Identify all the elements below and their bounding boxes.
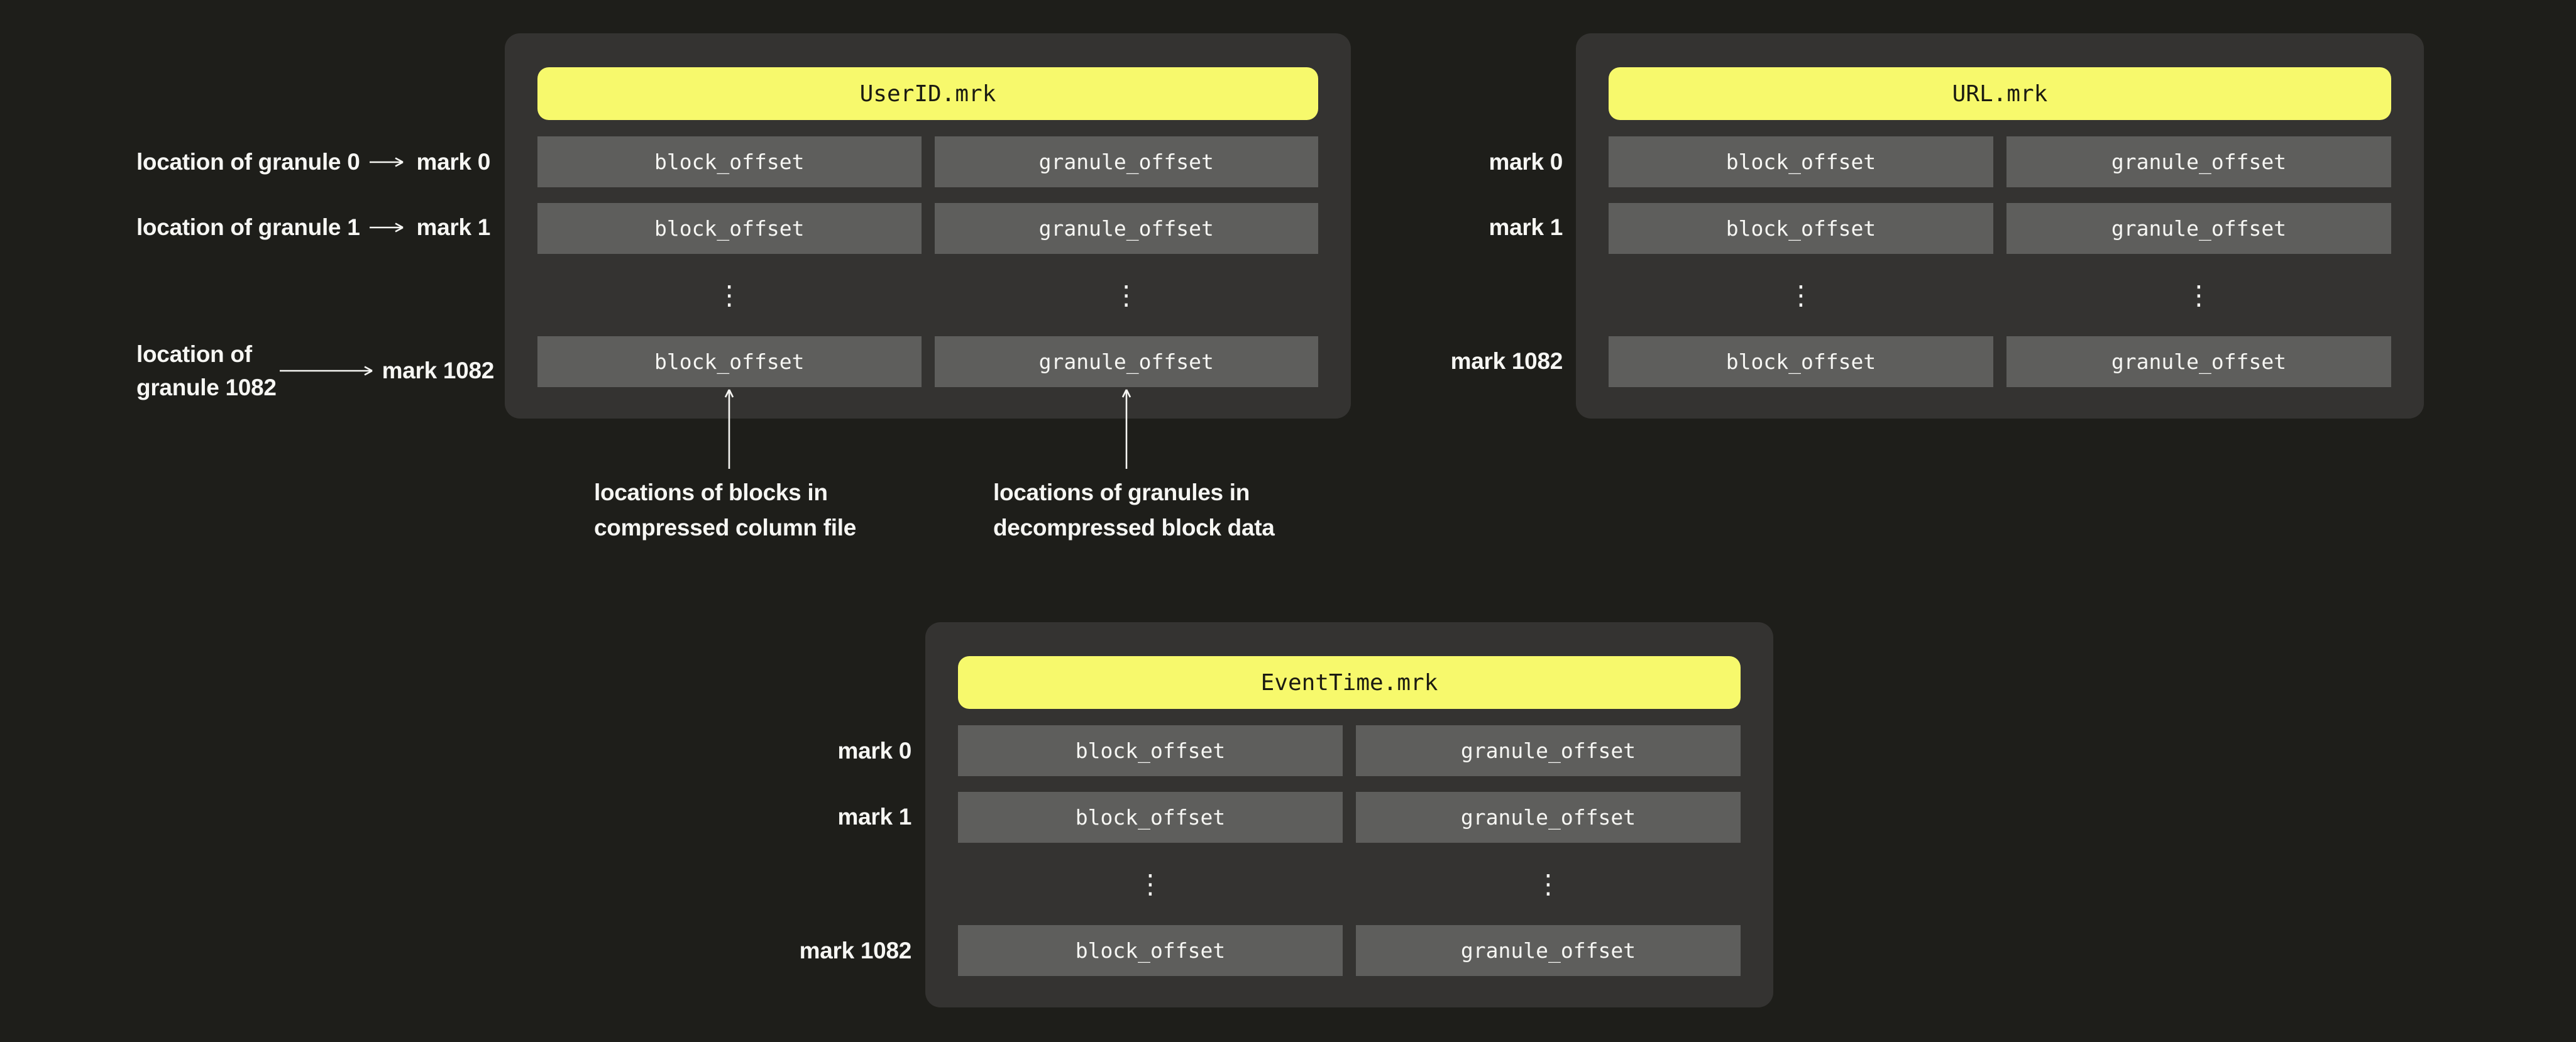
annotation-label: location of granule 0 <box>136 149 360 175</box>
annotation-granule-1082: location of granule 1082 mark 1082 <box>136 337 494 405</box>
vertical-ellipsis-icon: ⋮ <box>716 279 743 310</box>
cell-granule-offset: granule_offset <box>934 136 1318 187</box>
arrow-up-icon <box>724 389 734 469</box>
mark-row-1082: block_offset granule_offset <box>1609 336 2391 387</box>
annotation-block-locations: locations of blocks in compressed column… <box>594 475 856 546</box>
cell-block-offset: block_offset <box>1609 203 1993 254</box>
cell-block-offset: block_offset <box>537 136 922 187</box>
mark-label: mark 0 <box>1489 149 1563 175</box>
mark-label: mark 1 <box>1489 214 1563 240</box>
panel-url: URL.mrk block_offset granule_offset bloc… <box>1576 33 2424 419</box>
vertical-ellipsis-icon: ⋮ <box>1113 279 1140 310</box>
cell-granule-offset: granule_offset <box>2006 136 2391 187</box>
ellipsis-row: ⋮ ⋮ <box>1609 270 2391 321</box>
panel-header-userid: UserID.mrk <box>537 67 1318 120</box>
mark-label: mark 1082 <box>382 358 495 383</box>
arrow-right-icon <box>370 222 404 233</box>
mark-row-1: block_offset granule_offset <box>1609 203 2391 254</box>
ellipsis-row: ⋮ ⋮ <box>958 858 1741 909</box>
ellipsis-row: ⋮ ⋮ <box>537 270 1318 321</box>
mark-label: mark 0 <box>837 738 911 764</box>
cell-granule-offset: granule_offset <box>2006 203 2391 254</box>
annotation-granule-1: location of granule 1 mark 1 <box>136 212 490 243</box>
mark-label: mark 1 <box>837 804 911 830</box>
cell-granule-offset: granule_offset <box>2006 336 2391 387</box>
cell-granule-offset: granule_offset <box>934 336 1318 387</box>
panel-eventtime: EventTime.mrk block_offset granule_offse… <box>925 622 1773 1007</box>
arrow-up-icon <box>1121 389 1131 469</box>
annotation-line-1: location of <box>136 341 252 367</box>
annotation-label: location of granule 1082 <box>136 337 277 404</box>
cell-block-offset: block_offset <box>1609 336 1993 387</box>
cell-granule-offset: granule_offset <box>934 203 1318 254</box>
annotation-label: location of granule 1 <box>136 214 360 240</box>
mark-label: mark 0 <box>416 149 490 175</box>
cell-block-offset: block_offset <box>537 203 922 254</box>
cell-block-offset: block_offset <box>958 792 1343 843</box>
mark-label: mark 1 <box>416 214 490 240</box>
vertical-ellipsis-icon: ⋮ <box>1535 868 1561 899</box>
panel-header-url: URL.mrk <box>1609 67 2391 120</box>
vertical-ellipsis-icon: ⋮ <box>1788 279 1814 310</box>
mark-row-0: block_offset granule_offset <box>1609 136 2391 187</box>
vertical-ellipsis-icon: ⋮ <box>2186 279 2212 310</box>
annotation-line-1: locations of blocks in <box>594 480 828 505</box>
cell-block-offset: block_offset <box>1609 136 1993 187</box>
cell-granule-offset: granule_offset <box>1356 725 1741 776</box>
mark-row-0: block_offset granule_offset <box>958 725 1741 776</box>
annotation-line-2: granule 1082 <box>136 375 277 400</box>
arrow-right-icon <box>279 366 373 376</box>
annotation-line-1: locations of granules in <box>993 480 1250 505</box>
cell-block-offset: block_offset <box>958 925 1343 976</box>
annotation-line-2: compressed column file <box>594 515 856 540</box>
arrow-right-icon <box>370 157 404 167</box>
annotation-granule-locations: locations of granules in decompressed bl… <box>993 475 1275 546</box>
vertical-ellipsis-icon: ⋮ <box>1137 868 1164 899</box>
mark-row-1: block_offset granule_offset <box>958 792 1741 843</box>
mark-row-1: block_offset granule_offset <box>537 203 1318 254</box>
cell-granule-offset: granule_offset <box>1356 792 1741 843</box>
annotation-granule-0: location of granule 0 mark 0 <box>136 147 490 177</box>
mark-label: mark 1082 <box>1450 348 1563 374</box>
mark-row-1082: block_offset granule_offset <box>537 336 1318 387</box>
panel-userid: UserID.mrk block_offset granule_offset b… <box>505 33 1351 419</box>
panel-header-eventtime: EventTime.mrk <box>958 656 1741 709</box>
cell-block-offset: block_offset <box>958 725 1343 776</box>
mark-row-0: block_offset granule_offset <box>537 136 1318 187</box>
cell-granule-offset: granule_offset <box>1356 925 1741 976</box>
mark-row-1082: block_offset granule_offset <box>958 925 1741 976</box>
cell-block-offset: block_offset <box>537 336 922 387</box>
annotation-line-2: decompressed block data <box>993 515 1275 540</box>
mark-label: mark 1082 <box>799 938 912 963</box>
